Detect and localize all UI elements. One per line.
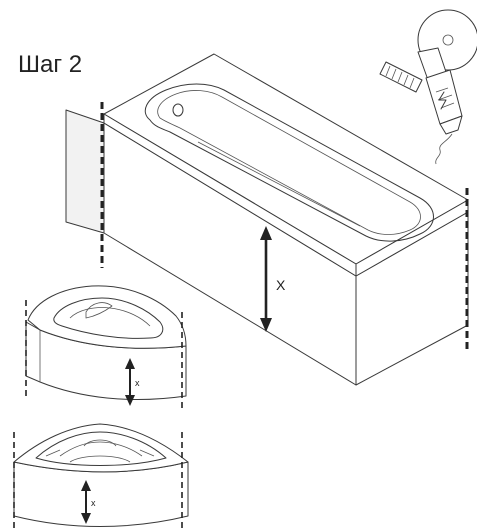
quarter-circle-bathtub: x <box>13 423 189 528</box>
dimension-label-quarter: x <box>91 498 96 508</box>
dimension-label-main: X <box>276 277 286 293</box>
corner-bathtub: x <box>25 285 187 410</box>
step-title: Шаг 2 <box>18 51 82 78</box>
rectangular-bathtub: X <box>65 53 469 386</box>
angle-grinder-icon <box>379 9 477 165</box>
dimension-label-corner: x <box>135 378 140 388</box>
